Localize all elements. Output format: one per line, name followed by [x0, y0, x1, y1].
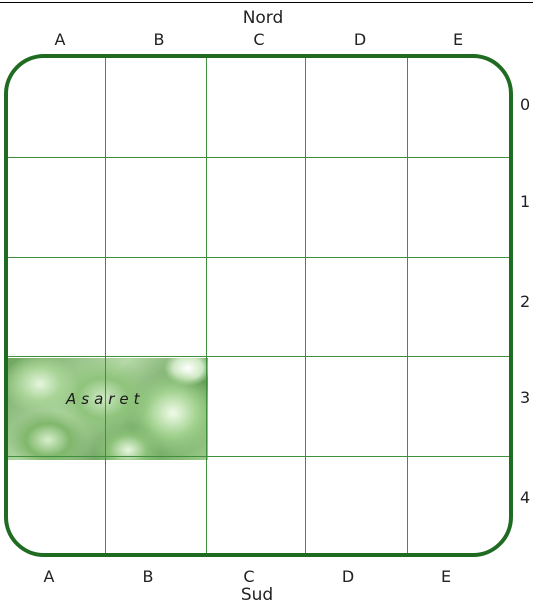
column-label-bottom-a: A	[34, 569, 64, 585]
row-label-0: 0	[520, 97, 533, 113]
grid-line-horizontal	[8, 356, 509, 357]
column-label-top-e: E	[443, 32, 473, 48]
column-label-bottom-e: E	[431, 569, 461, 585]
column-label-bottom-c: C	[234, 569, 264, 585]
grid-line-horizontal	[8, 257, 509, 258]
grid-line-vertical	[105, 58, 106, 553]
north-label: Nord	[233, 10, 293, 27]
column-label-top-b: B	[144, 32, 174, 48]
grid-line-horizontal	[8, 157, 509, 158]
garden-grid[interactable]: Asaret	[4, 54, 513, 557]
column-label-bottom-d: D	[333, 569, 363, 585]
column-label-top-d: D	[345, 32, 375, 48]
grid-line-horizontal	[8, 456, 509, 457]
south-label: Sud	[227, 587, 287, 604]
grid-line-vertical	[206, 58, 207, 553]
grid-line-vertical	[407, 58, 408, 553]
asaret-plant-tile[interactable]: Asaret	[8, 358, 208, 460]
top-rule	[0, 2, 533, 3]
column-label-top-a: A	[45, 32, 75, 48]
grid-line-vertical	[305, 58, 306, 553]
row-label-2: 2	[520, 294, 533, 310]
row-label-1: 1	[520, 194, 533, 210]
row-label-3: 3	[520, 390, 533, 406]
row-label-4: 4	[520, 490, 533, 506]
column-label-top-c: C	[244, 32, 274, 48]
column-label-bottom-b: B	[133, 569, 163, 585]
